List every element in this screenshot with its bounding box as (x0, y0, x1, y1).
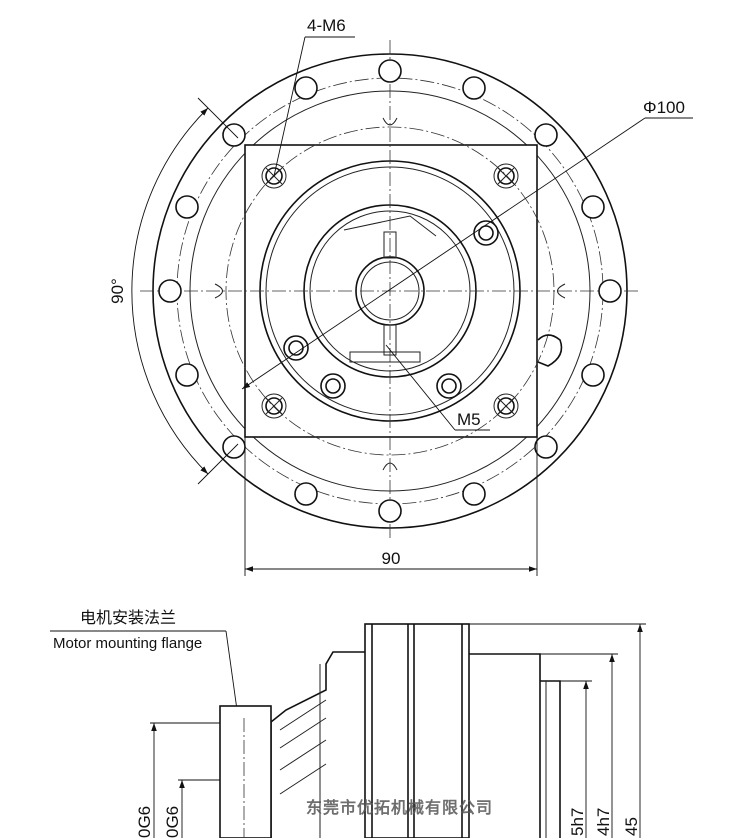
bolt-hole (175, 195, 199, 219)
left-fit-label-2: 0G6 (163, 806, 182, 838)
shaft-fit-label-2: 4h7 (594, 808, 613, 836)
bolt-hole (462, 482, 486, 506)
side-lug (537, 334, 563, 367)
pcd-dimension-line (241, 117, 646, 390)
bolt-hole (175, 363, 199, 387)
bolt-hole (378, 499, 402, 523)
m5-leader (385, 344, 456, 431)
notch-sides (214, 283, 566, 299)
keyway-top (383, 231, 397, 259)
width-label: 90 (382, 549, 401, 568)
bolt-hole (598, 279, 622, 303)
angle-extension-top (197, 97, 239, 139)
motor-flange-plate (219, 705, 272, 838)
m6-label: 4-M6 (307, 16, 346, 35)
bolt-hole (534, 435, 558, 459)
m5-holes (283, 220, 499, 399)
front-view (140, 40, 640, 540)
m6-hole (493, 163, 519, 189)
m6-leader (273, 36, 306, 177)
bolt-hole (581, 195, 605, 219)
shaft-fit-label-1: 5h7 (568, 808, 587, 836)
outer-bolt-holes (158, 59, 622, 523)
bolt-hole (222, 435, 246, 459)
adapter-ribs (279, 699, 327, 795)
pcd-label: Φ100 (643, 98, 685, 117)
company-watermark: 东莞市优拓机械有限公司 (306, 798, 493, 817)
angle-extension-bottom (197, 443, 239, 485)
m6-hole (493, 393, 519, 419)
m6-holes (261, 163, 519, 419)
angle-label: 90° (108, 278, 127, 304)
clamp-slot (343, 215, 437, 363)
side-view: 电机安装法兰 Motor mounting flange 0G6 0G6 (50, 609, 646, 838)
notch-top (382, 117, 398, 471)
bolt-hole (294, 76, 318, 100)
bolt-hole (222, 123, 246, 147)
dimensions-front: 4-M6 Φ100 90° M5 90 (108, 16, 693, 576)
bolt-hole (294, 482, 318, 506)
flange-label-en: Motor mounting flange (53, 635, 202, 652)
m6-hole (261, 393, 287, 419)
m5-hole (436, 373, 462, 399)
m5-label: M5 (457, 410, 481, 429)
bolt-hole (158, 279, 182, 303)
overall-label: 45 (622, 817, 641, 836)
bolt-hole (378, 59, 402, 83)
m5-hole (320, 373, 346, 399)
main-housing (364, 623, 470, 838)
m5-hole (283, 335, 309, 361)
flange-label-cn: 电机安装法兰 (80, 609, 176, 627)
angle-arc (131, 107, 209, 475)
bolt-hole (534, 123, 558, 147)
bolt-hole (581, 363, 605, 387)
left-fit-label-1: 0G6 (135, 806, 154, 838)
bolt-hole (462, 76, 486, 100)
